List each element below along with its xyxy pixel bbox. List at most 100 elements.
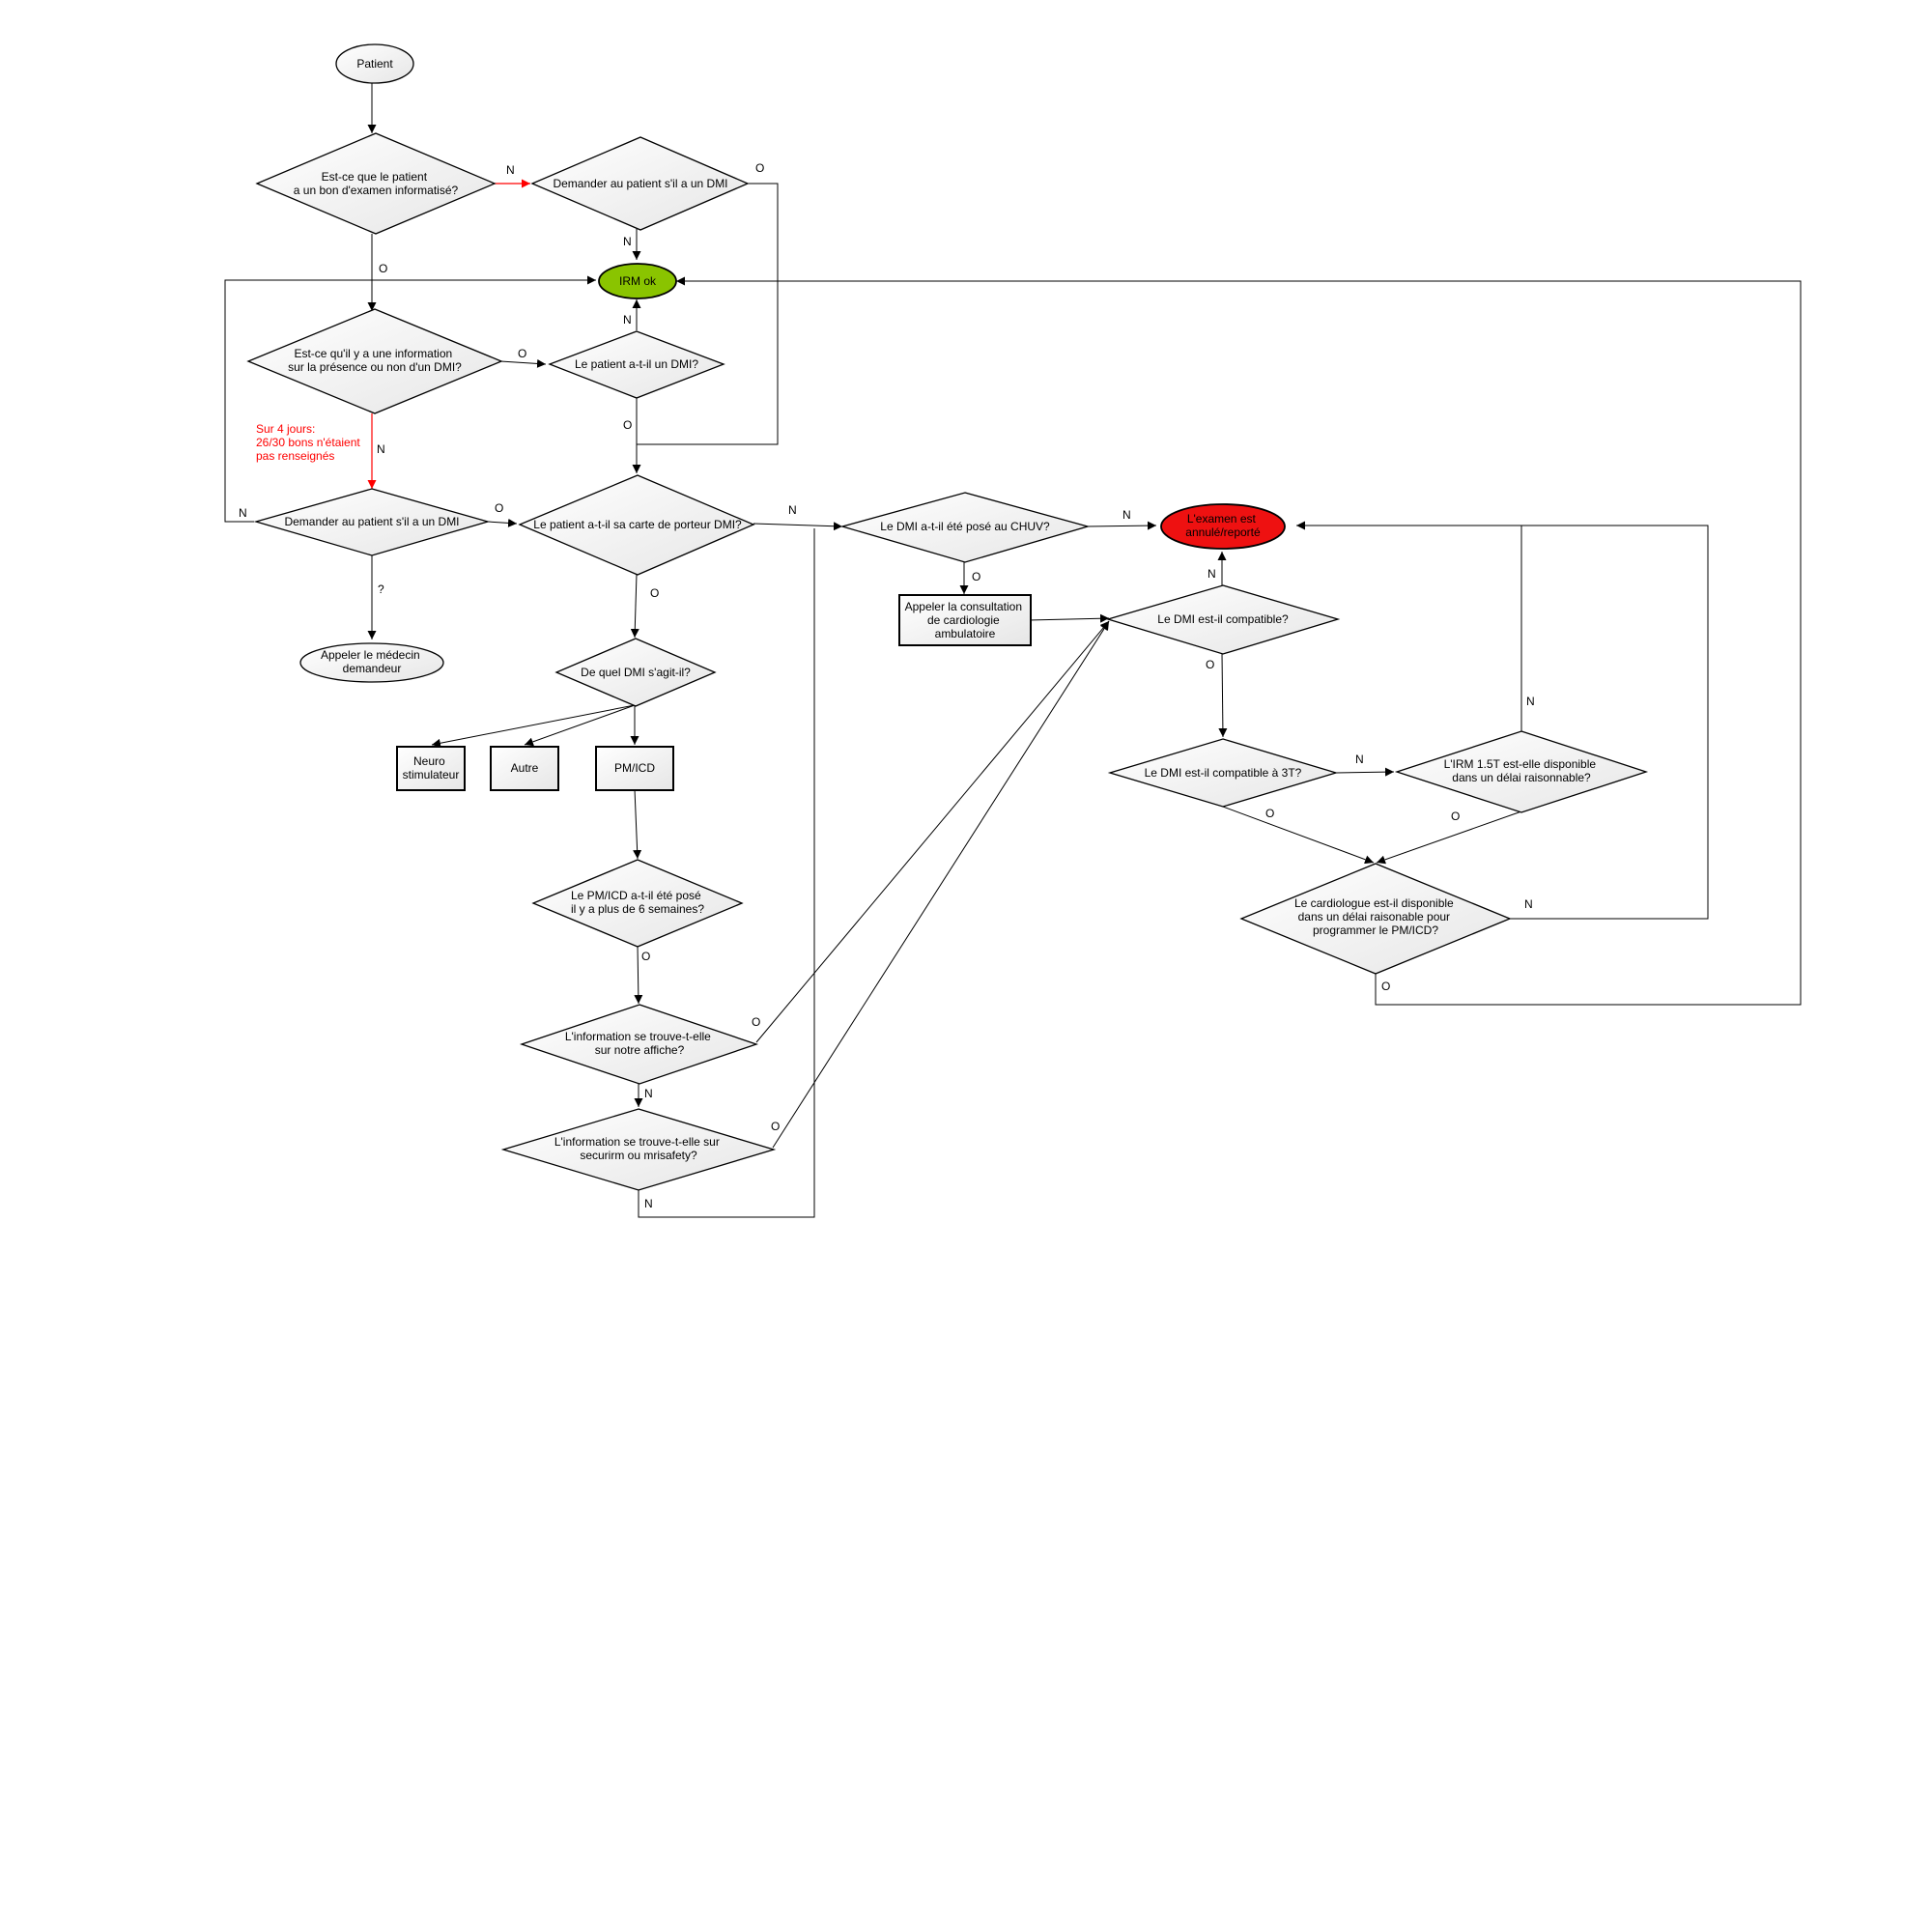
line: L'information se trouve-t-elle sur: [554, 1135, 720, 1149]
node-pmicd-label: PM/ICD: [614, 761, 655, 775]
edge-affiche-to-compatible: [755, 620, 1110, 1043]
edge-securirm-to-compatible: [772, 620, 1110, 1149]
line: Le DMI a-t-il été posé au CHUV?: [880, 520, 1050, 533]
nodes: Patient Est-ce que le patient a un bon d…: [246, 43, 1649, 1191]
edge-cardiologue-n-to-examen: [1508, 525, 1709, 920]
edge-quel-dmi-to-autre: [524, 704, 636, 747]
edge-demander-left-to-carte: [487, 518, 518, 527]
edge-label: O: [1206, 658, 1214, 671]
edge-demander-left-n-to-irm: [224, 275, 596, 523]
node-autre: [490, 746, 559, 791]
node-irm-ok-label: IRM ok: [619, 274, 657, 288]
node-q-patient-dmi: [548, 330, 725, 399]
node-q-compatible: [1105, 584, 1341, 655]
line: PM/ICD: [614, 761, 655, 775]
edge-labels: N O N O N O O N N O ? N O O O N O N N O …: [239, 161, 1535, 1210]
edge-label: O: [623, 418, 632, 432]
line: Sur 4 jours:: [256, 422, 315, 436]
node-q-quel-dmi: [554, 638, 717, 707]
node-patient-label: Patient: [356, 57, 393, 71]
edge-quel-dmi-to-neuro: [431, 704, 636, 748]
node-demander-dmi-top: [530, 136, 750, 231]
line: securirm ou mrisafety?: [580, 1149, 697, 1162]
edge-label: O: [641, 950, 650, 963]
node-autre-label: Autre: [511, 761, 539, 775]
line: sur la présence ou non d'un DMI?: [288, 360, 462, 374]
edge-label: O: [518, 347, 526, 360]
line: pas renseignés: [256, 449, 334, 463]
node-q-securirm: [500, 1108, 777, 1191]
line: Demander au patient s'il a un DMI: [284, 515, 459, 528]
node-q-pose-6sem-label: Le PM/ICD a-t-il été posé il y a plus de…: [571, 889, 704, 916]
edge-label: ?: [378, 582, 384, 596]
edge-label: O: [771, 1120, 780, 1133]
line: dans un délai raisonable pour: [1298, 910, 1450, 923]
line: Autre: [511, 761, 539, 775]
node-q-bon-examen: [255, 132, 497, 235]
node-demander-dmi-left: [253, 488, 491, 556]
node-q-irm15: [1394, 730, 1649, 813]
node-q-compatible-label: Le DMI est-il compatible?: [1157, 612, 1289, 626]
red-annotation: Sur 4 jours: 26/30 bons n'étaient pas re…: [256, 422, 363, 463]
edge-cardio-to-compatible: [1028, 613, 1110, 623]
edge-3t-to-irm15: [1335, 767, 1395, 777]
node-q-irm15-label: L'IRM 1.5T est-elle disponible dans un d…: [1444, 757, 1600, 784]
node-appeler-cardio: [898, 594, 1032, 646]
edge-label: N: [623, 235, 632, 248]
edge-label: N: [1208, 567, 1216, 581]
node-examen-annule-label: L'examen est annulé/reporté: [1185, 512, 1261, 539]
line: Est-ce que le patient: [322, 170, 428, 184]
edges: [224, 83, 1802, 1218]
node-q-affiche: [519, 1004, 759, 1085]
edge-label: N: [1122, 508, 1131, 522]
node-q-bon-examen-label: Est-ce que le patient a un bon d'examen …: [294, 170, 459, 197]
edge-carte-to-quel-dmi: [630, 573, 639, 639]
node-q-chuv-label: Le DMI a-t-il été posé au CHUV?: [880, 520, 1050, 533]
edge-label: N: [377, 442, 385, 456]
node-q-cardiologue-label: Le cardiologue est-il disponible dans un…: [1294, 896, 1457, 937]
node-demander-dmi-top-label: Demander au patient s'il a un DMI: [553, 177, 727, 190]
edge-label: O: [650, 586, 659, 600]
line: demandeur: [343, 662, 402, 675]
edge-label: O: [755, 161, 764, 175]
edge-information-to-patient-dmi: [499, 358, 547, 368]
edge-label: N: [1355, 753, 1364, 766]
node-pmicd: [595, 746, 674, 791]
node-q-cardiologue: [1239, 863, 1512, 975]
edge-label: N: [1524, 897, 1533, 911]
line: a un bon d'examen informatisé?: [294, 184, 459, 197]
node-neuro: [396, 746, 466, 791]
line: Le patient a-t-il sa carte de porteur DM…: [533, 518, 742, 531]
line: Le DMI est-il compatible?: [1157, 612, 1289, 626]
line: Est-ce qu'il y a une information: [294, 347, 452, 360]
edge-label: N: [644, 1197, 653, 1210]
edge-pmicd-to-pose: [633, 788, 642, 860]
edge-cardiologue-o-to-irm: [676, 276, 1802, 1006]
edge-irm15-to-cardiologue: [1376, 810, 1522, 865]
node-q-patient-dmi-label: Le patient a-t-il un DMI?: [575, 357, 698, 371]
node-q-affiche-label: L'information se trouve-t-elle sur notre…: [565, 1030, 714, 1057]
node-q-quel-dmi-label: De quel DMI s'agit-il?: [581, 666, 691, 679]
node-q-pose-6sem: [531, 859, 744, 948]
line: de cardiologie: [927, 613, 1000, 627]
edge-irm15-n-to-examen: [1296, 521, 1522, 731]
node-neuro-label: Neuro stimulateur: [403, 754, 460, 781]
edge-label: O: [752, 1015, 760, 1029]
line: ambulatoire: [935, 627, 996, 640]
line: Neuro: [413, 754, 445, 768]
node-q-chuv: [839, 492, 1091, 563]
line: dans un délai raisonnable?: [1452, 771, 1591, 784]
edge-label: O: [379, 262, 387, 275]
edge-carte-to-chuv: [753, 522, 843, 531]
line: 26/30 bons n'étaient: [256, 436, 360, 449]
edge-label: N: [644, 1087, 653, 1100]
node-patient: [335, 43, 414, 84]
edge-label: N: [623, 313, 632, 327]
edge-compatible-to-3t: [1218, 652, 1228, 738]
line: Le cardiologue est-il disponible: [1294, 896, 1454, 910]
line: Le patient a-t-il un DMI?: [575, 357, 698, 371]
edge-demander-top-o-loop: [637, 183, 779, 445]
line: annulé/reporté: [1185, 526, 1261, 539]
edge-pose-to-affiche: [634, 945, 643, 1005]
